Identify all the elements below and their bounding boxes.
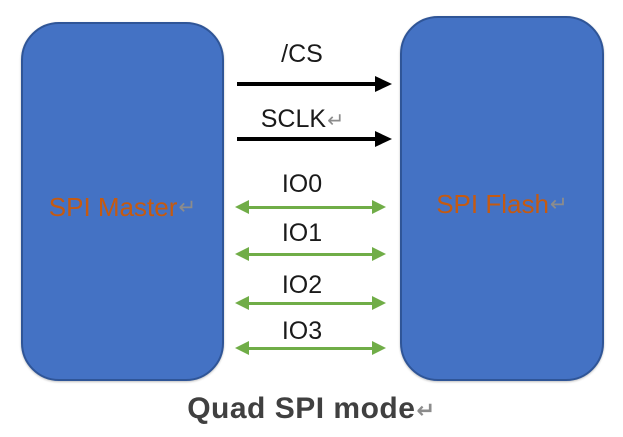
signal-label-io1: IO1 xyxy=(230,216,375,250)
signal-label-text: IO2 xyxy=(281,271,323,299)
signal-label-text: /CS xyxy=(281,40,323,68)
spi-master-label: SPI Master xyxy=(48,192,178,222)
spi-flash-box: SPI Flash↵ xyxy=(400,16,604,381)
return-mark-icon: ↵ xyxy=(549,192,568,217)
spi-master-box: SPI Master↵ xyxy=(21,22,224,381)
return-mark-icon: ↵ xyxy=(327,108,345,132)
signal-label-io0: IO0 xyxy=(230,167,375,201)
signal-label-text: IO3 xyxy=(281,317,323,345)
signal-label-sclk: SCLK↵ xyxy=(230,102,375,136)
return-mark-icon xyxy=(323,43,324,67)
io3-arrow-both-icon xyxy=(235,340,386,356)
cs-arrow-right-icon xyxy=(237,76,392,92)
io0-arrow-both-icon xyxy=(235,199,386,215)
spi-flash-label: SPI Flash xyxy=(436,189,549,219)
diagram-title-text: Quad SPI mode xyxy=(187,392,416,425)
io1-arrow-both-icon xyxy=(235,246,386,262)
signal-label-io2: IO2 xyxy=(230,268,375,302)
io2-arrow-both-icon xyxy=(235,295,386,311)
signal-label-text: IO1 xyxy=(281,219,323,247)
signal-label-cs: /CS xyxy=(230,37,375,71)
sclk-arrow-right-icon xyxy=(237,131,392,147)
diagram-title: Quad SPI mode↵ xyxy=(0,392,623,426)
return-mark-icon xyxy=(322,222,323,246)
return-mark-icon xyxy=(322,173,323,197)
signal-label-io3: IO3 xyxy=(230,314,375,348)
signal-label-text: IO0 xyxy=(281,170,323,198)
return-mark-icon: ↵ xyxy=(178,195,197,220)
signal-label-text: SCLK xyxy=(260,105,327,133)
return-mark-icon: ↵ xyxy=(416,398,436,424)
